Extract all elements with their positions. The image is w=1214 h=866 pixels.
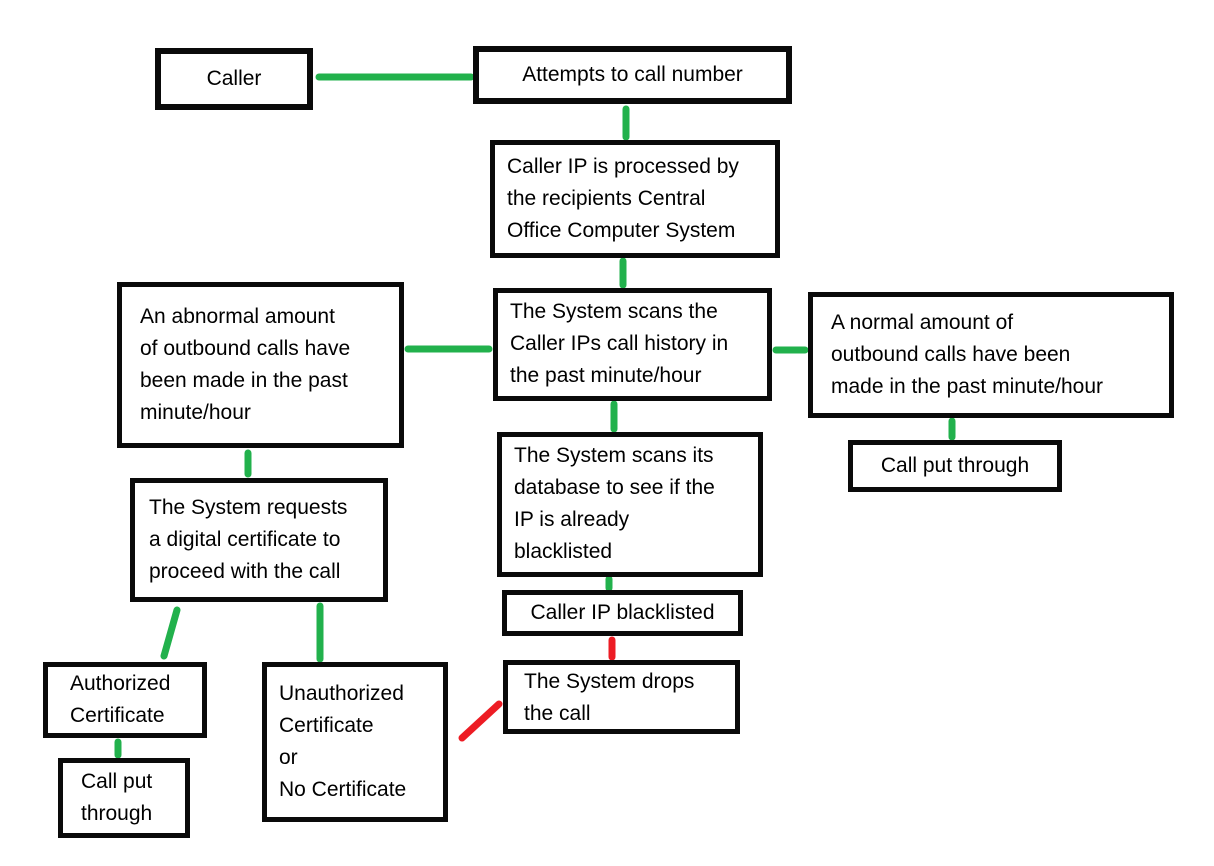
node-call-put-through-right: Call put through bbox=[848, 440, 1062, 492]
node-attempts-to-call: Attempts to call number bbox=[473, 46, 792, 104]
node-system-scans-database: The System scans its database to see if … bbox=[497, 432, 763, 577]
connector-requests-certificate-authorized bbox=[160, 606, 181, 660]
node-system-requests-certificate: The System requests a digital certificat… bbox=[130, 478, 388, 602]
node-system-drops-call: The System drops the call bbox=[503, 660, 740, 734]
connector-unauthorized-drops-call bbox=[458, 700, 503, 742]
node-authorized-certificate: Authorized Certificate bbox=[43, 662, 207, 738]
node-unauthorized-or-no-certificate: Unauthorized Certificate or No Certifica… bbox=[262, 662, 448, 822]
node-caller: Caller bbox=[155, 48, 313, 110]
node-caller-ip-processed: Caller IP is processed by the recipients… bbox=[490, 140, 780, 258]
node-call-put-through-left: Call put through bbox=[58, 758, 190, 838]
node-normal-outbound-calls: A normal amount of outbound calls have b… bbox=[808, 292, 1174, 418]
node-system-scans-call-history: The System scans the Caller IPs call his… bbox=[493, 288, 772, 401]
node-abnormal-outbound-calls: An abnormal amount of outbound calls hav… bbox=[117, 282, 404, 448]
node-caller-ip-blacklisted: Caller IP blacklisted bbox=[502, 590, 743, 636]
